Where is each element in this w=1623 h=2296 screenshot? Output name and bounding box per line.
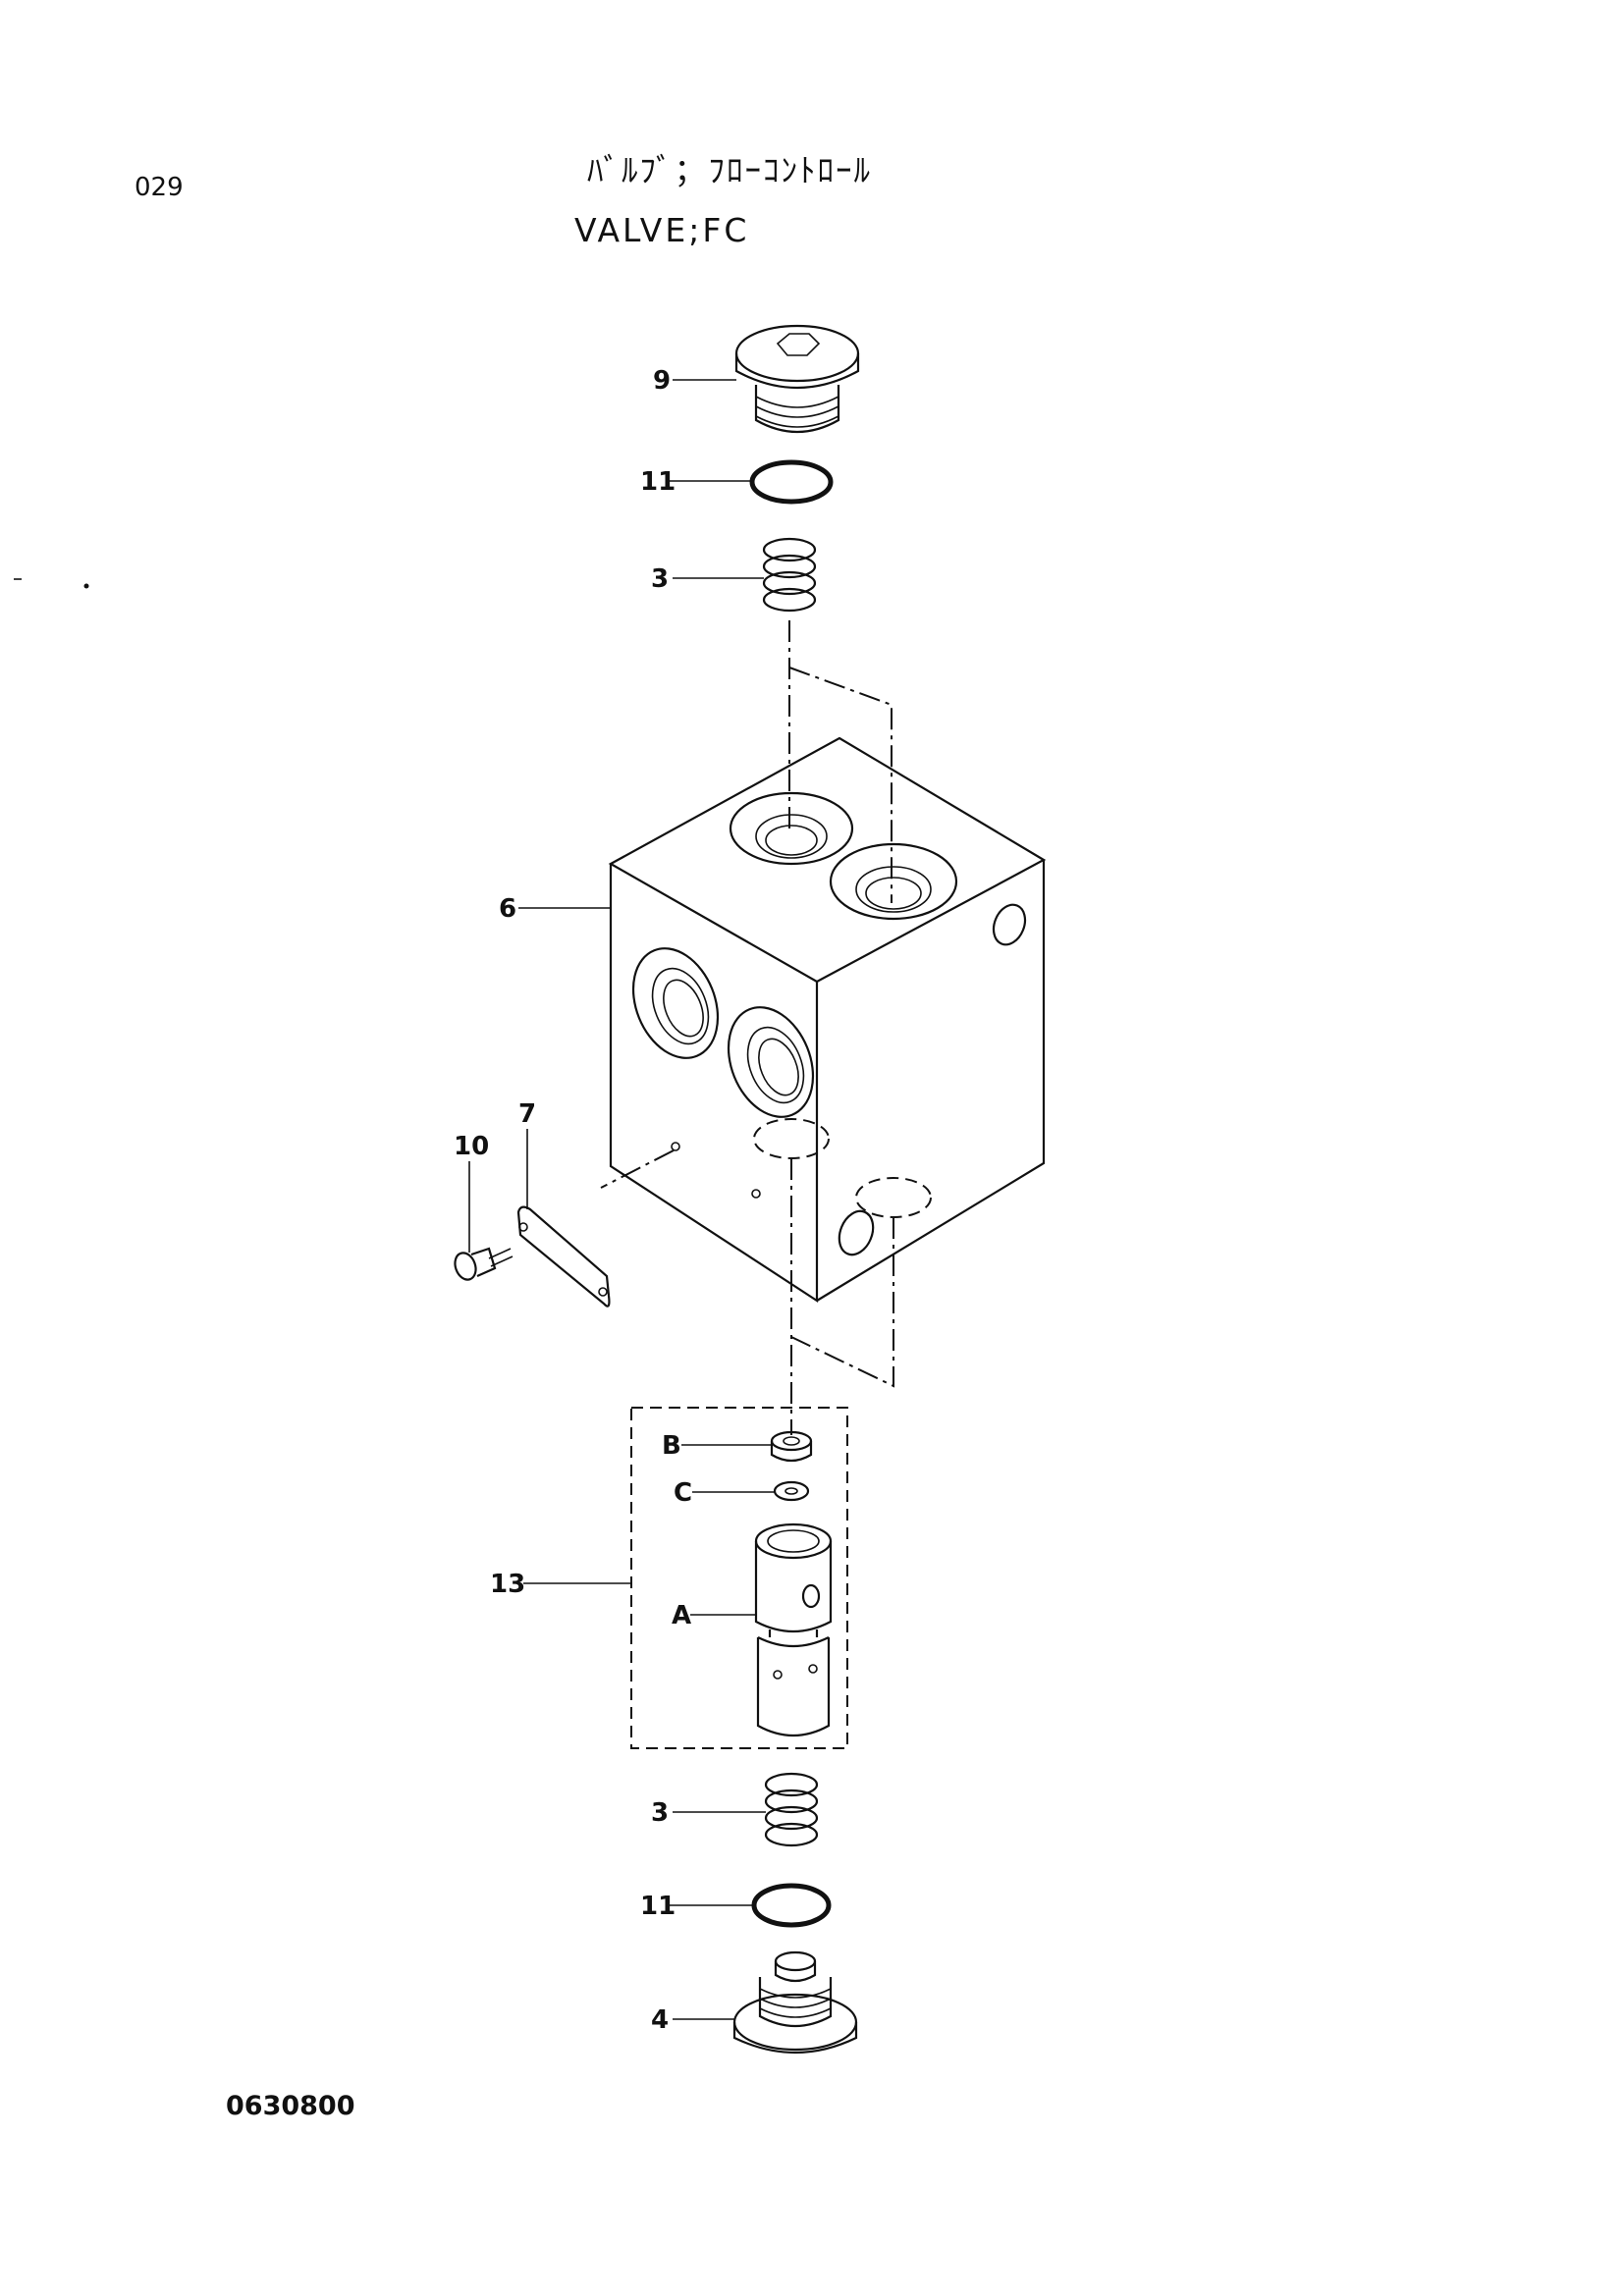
callout-11-top: 11 — [640, 467, 676, 497]
callout-c: C — [674, 1478, 692, 1508]
drawing-number: 0630800 — [226, 2091, 355, 2121]
callout-13: 13 — [490, 1570, 525, 1599]
callout-3-bottom: 3 — [651, 1798, 669, 1828]
stray-marks — [14, 578, 89, 589]
title-japanese: ﾊﾞﾙﾌﾞ；ﾌﾛｰｺﾝﾄﾛｰﾙ — [587, 151, 872, 189]
callout-11-bottom: 11 — [640, 1892, 676, 1921]
centerline-top — [788, 620, 893, 903]
assembly-box — [630, 1407, 848, 1749]
plug-bottom-part — [732, 1950, 858, 2055]
title-english: VALVE;FC — [574, 211, 750, 249]
valve-body-part — [608, 736, 1047, 1304]
callout-10: 10 — [454, 1132, 489, 1161]
cap-b-part — [770, 1430, 813, 1463]
callout-7: 7 — [518, 1099, 536, 1129]
callout-9: 9 — [653, 366, 671, 396]
callout-3-top: 3 — [651, 564, 669, 594]
spring-top-part — [762, 537, 817, 613]
plug-top-part — [734, 324, 860, 434]
callout-4: 4 — [651, 2005, 669, 2035]
leader-lines — [468, 379, 775, 2020]
callout-a: A — [672, 1601, 691, 1630]
screw-part — [454, 1247, 514, 1281]
callout-b: B — [662, 1431, 681, 1461]
page-number: 029 — [135, 173, 184, 202]
centerline-bottom — [600, 1149, 894, 1435]
washer-c-part — [773, 1480, 810, 1502]
callout-labels: 9 11 3 6 7 10 B C 13 A 3 11 4 — [454, 366, 692, 2035]
spring-bottom-part — [764, 1772, 819, 1847]
callout-6: 6 — [499, 894, 516, 924]
spool-a-part — [754, 1522, 833, 1736]
oring-bottom-part — [751, 1883, 832, 1928]
oring-top-part — [749, 459, 834, 505]
plate-part — [516, 1205, 611, 1308]
